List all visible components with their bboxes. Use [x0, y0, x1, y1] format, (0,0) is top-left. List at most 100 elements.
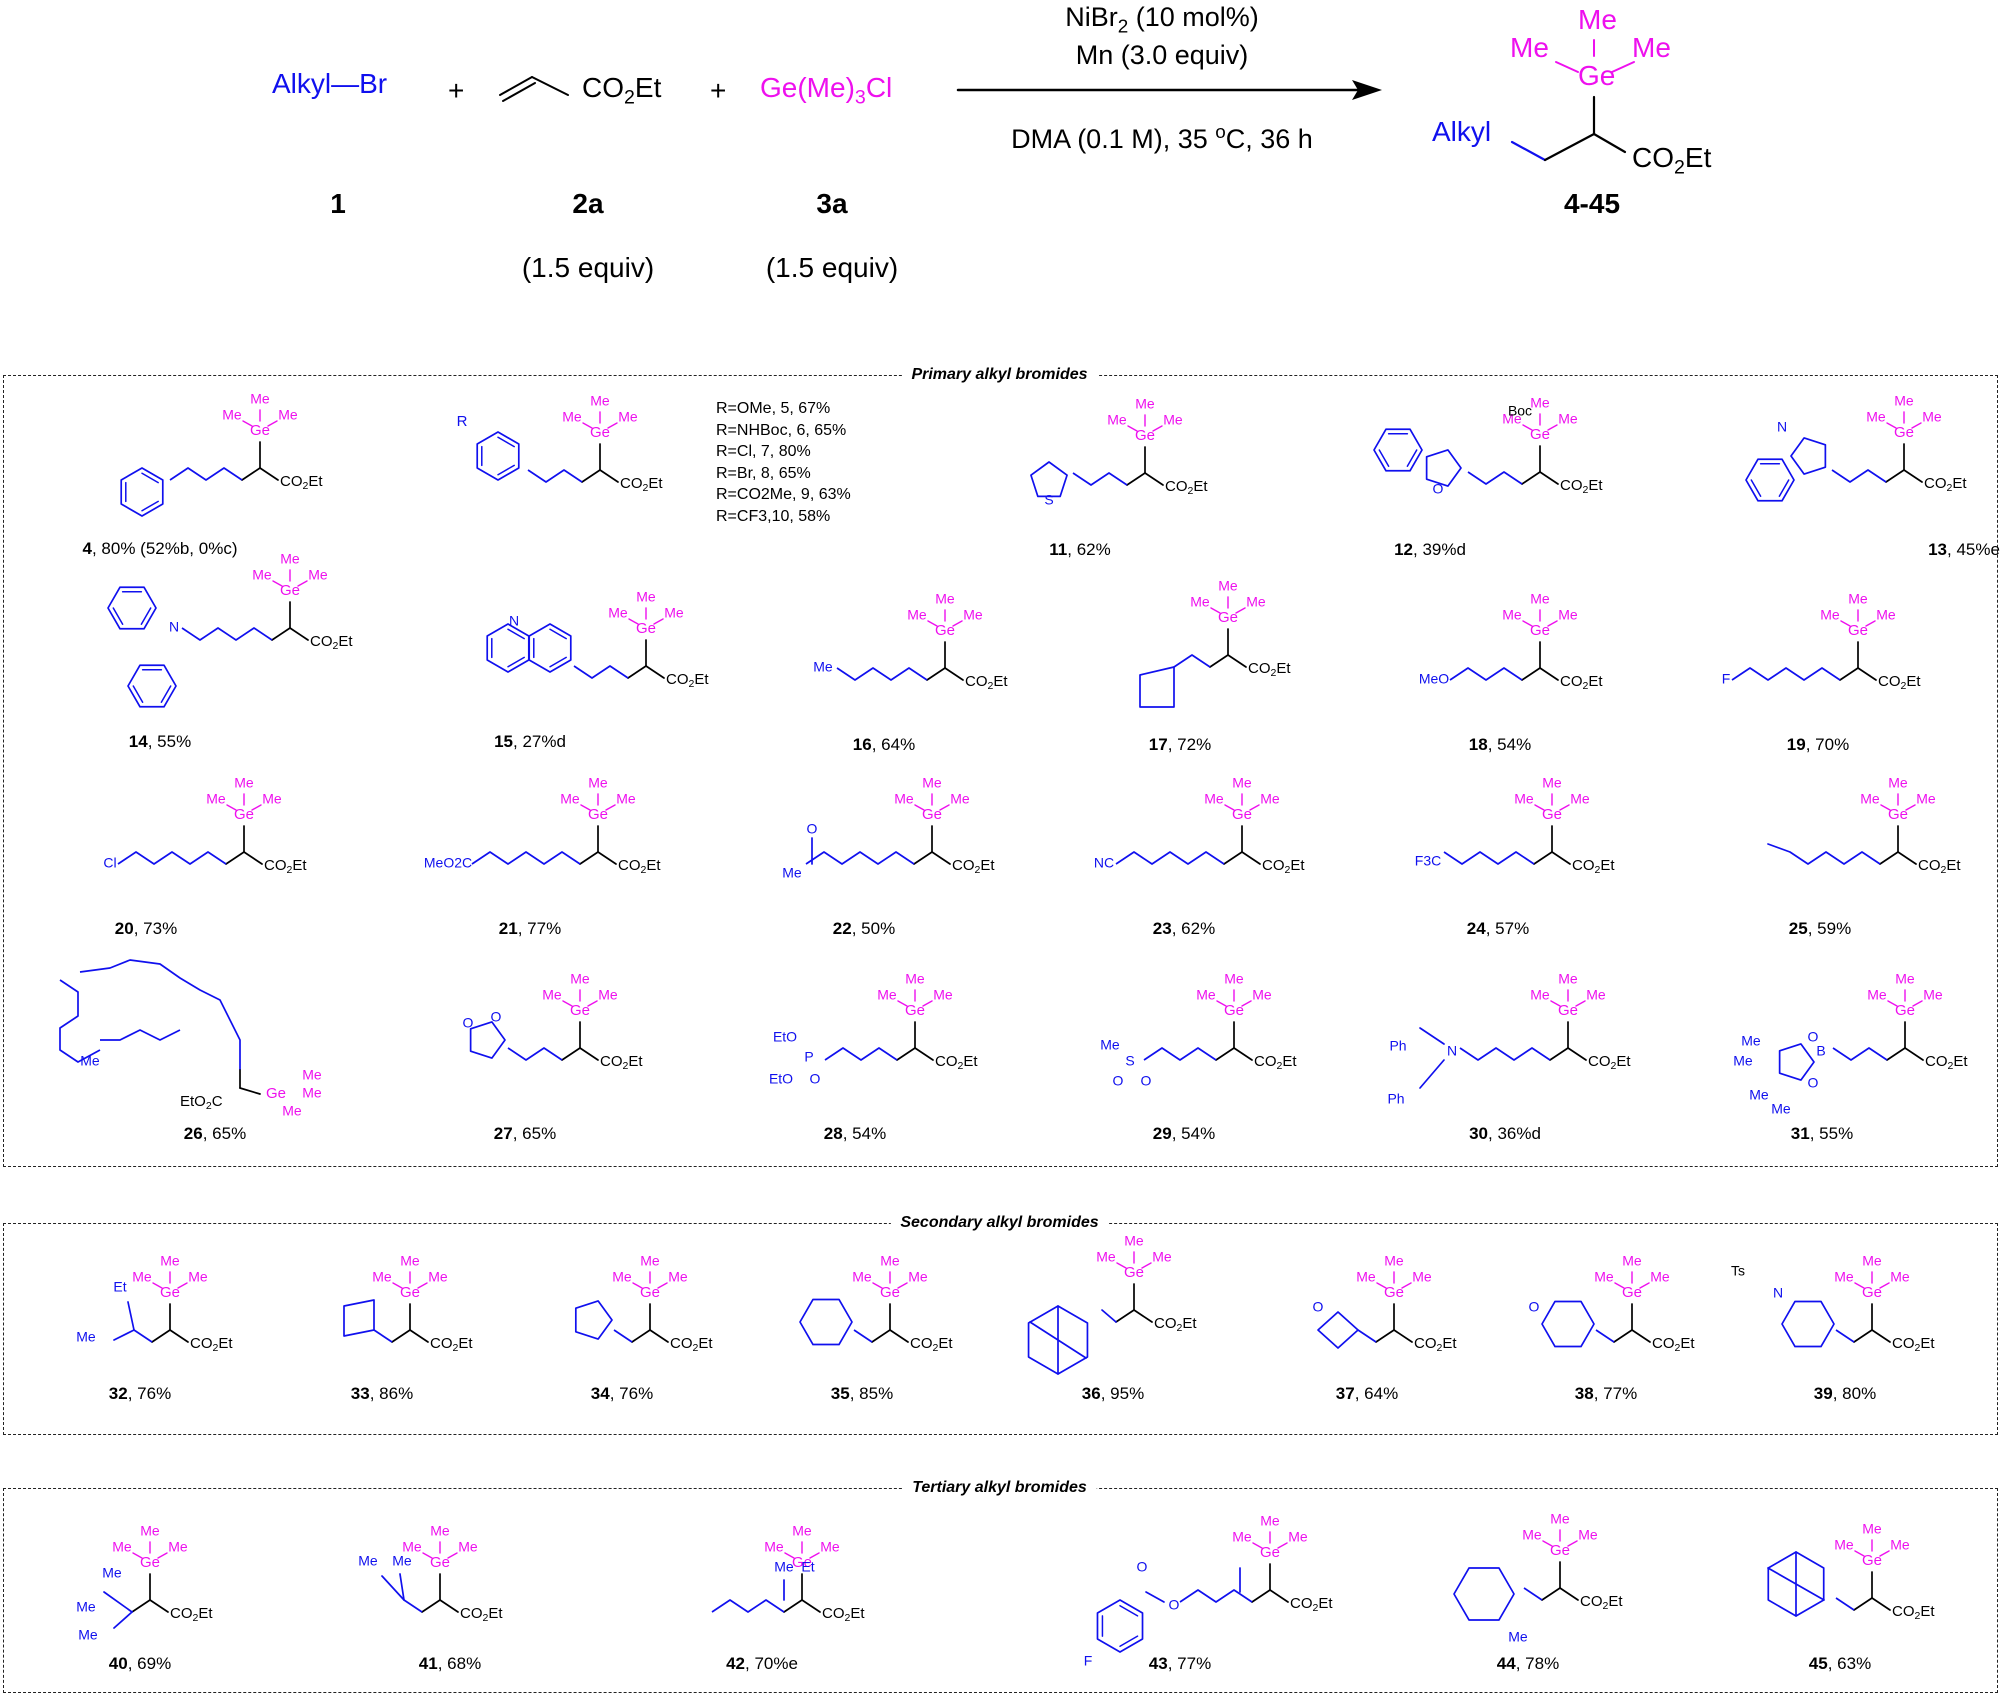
atom-label: O: [1169, 1597, 1180, 1613]
compound-yield: , 27%d: [512, 732, 566, 751]
atom-label: Ge: [570, 1002, 590, 1019]
atom-label: Me: [1895, 971, 1915, 987]
compound-yield: , 77%: [1167, 1654, 1212, 1673]
group-label: CO2Et: [965, 673, 1008, 692]
compound-yield: , 54%: [842, 1124, 887, 1143]
atom-label: Me: [588, 775, 608, 791]
compound-yield: , 76%: [609, 1384, 654, 1403]
atom-label: N: [509, 613, 519, 629]
group-label: CO2Et: [1560, 477, 1603, 496]
compound-number: 43: [1148, 1654, 1168, 1673]
compound-label: 32, 76%: [109, 1384, 171, 1404]
reductant-label: Mn (3.0 equiv): [1075, 40, 1249, 70]
group-label: CO2Et: [910, 1335, 953, 1354]
secondary-section-title: Secondary alkyl bromides: [890, 1214, 1109, 1232]
atom-label: Me: [1530, 591, 1550, 607]
group-label: CO2Et: [1652, 1335, 1695, 1354]
atom-label: Me: [1550, 1511, 1570, 1527]
atom-label: Me: [1558, 411, 1578, 427]
compound-number: 41: [418, 1654, 438, 1673]
atom-label: Me: [1412, 1269, 1432, 1285]
atom-label: Ge: [1218, 609, 1238, 626]
atom-label: Me: [1542, 775, 1562, 791]
compound-label: 23, 62%: [1153, 919, 1215, 939]
compound-label: 34, 76%: [591, 1384, 653, 1404]
atom-label: Et: [801, 1559, 814, 1575]
atom-label: Me: [1922, 409, 1942, 425]
atom-label: Me: [598, 987, 618, 1003]
group-label: CO2Et: [1580, 1593, 1623, 1612]
atom-label: Me: [935, 591, 955, 607]
atom-label: Ge: [1135, 427, 1155, 444]
atom-label: Me: [1107, 412, 1127, 428]
compound-label: 4, 80% (52%b, 0%c): [83, 539, 238, 559]
group-label: CO2Et: [1588, 1053, 1631, 1072]
atom-label: Me: [428, 1269, 448, 1285]
group-label: CO2Et: [170, 1605, 213, 1624]
atom-label: Me: [1224, 971, 1244, 987]
atom-label: Me: [112, 1539, 132, 1555]
compound-yield: , 64%: [871, 735, 916, 754]
compound-number: 39: [1813, 1384, 1833, 1403]
group-label: CO2Et: [600, 1053, 643, 1072]
atom-label: Me: [1834, 1537, 1854, 1553]
compound-yield: , 50%: [851, 919, 896, 938]
atom-label: Me: [302, 1085, 322, 1101]
product-ester: CO2Et: [1632, 142, 1712, 179]
atom-label: Me: [894, 791, 914, 807]
compound-yield: , 39%d: [1412, 540, 1466, 559]
tertiary-section-title: Tertiary alkyl bromides: [902, 1479, 1097, 1497]
atom-label: Me: [1862, 1521, 1882, 1537]
group-label: CO2Et: [670, 1335, 713, 1354]
product-me: Me: [1510, 32, 1549, 63]
group-label: CO2Et: [1572, 857, 1615, 876]
atom-label: Me: [636, 589, 656, 605]
group-label: CO2Et: [620, 475, 663, 494]
compound-number: 26: [183, 1124, 203, 1143]
atom-label: Ge: [280, 582, 300, 599]
atom-label: Ge: [792, 1554, 812, 1571]
compound-label: 28, 54%: [824, 1124, 886, 1144]
atom-label: Me: [1867, 987, 1887, 1003]
compound-yield: , 36%d: [1487, 1124, 1541, 1143]
compound-label: 17, 72%: [1149, 735, 1211, 755]
compound-yield: , 65%: [512, 1124, 557, 1143]
atom-label: Cl: [103, 855, 116, 871]
atom-label: Ge: [1558, 1002, 1578, 1019]
r-variant-item: R=CF3,10, 58%: [716, 507, 831, 525]
atom-label: Ge: [1862, 1552, 1882, 1569]
product-me: Me: [1632, 32, 1671, 63]
atom-label: Me: [1558, 607, 1578, 623]
compound-yield: , 57%: [1485, 919, 1530, 938]
atom-label: Me: [877, 987, 897, 1003]
compound-number: 17: [1148, 735, 1168, 754]
group-label: CO2Et: [1290, 1595, 1333, 1614]
plus-sign: +: [710, 75, 727, 106]
compound-yield: , 76%: [127, 1384, 172, 1403]
compound-label: 44, 78%: [1497, 1654, 1559, 1674]
compound-number: 40: [108, 1654, 128, 1673]
compound-label: 42, 70%e: [726, 1654, 798, 1674]
atom-label: O: [1313, 1299, 1324, 1315]
compound-label: 24, 57%: [1467, 919, 1529, 939]
compound-label: 14, 55%: [129, 732, 191, 752]
compound-label: 26, 65%: [184, 1124, 246, 1144]
atom-label: Ge: [922, 806, 942, 823]
atom-label: O: [810, 1071, 821, 1087]
compound-label: 11, 62%: [1049, 540, 1110, 560]
compound-label: 27, 65%: [494, 1124, 556, 1144]
atom-label: Me: [250, 391, 270, 407]
compound-number: 36: [1081, 1384, 1101, 1403]
reagent-3: Ge(Me)3Cl: [760, 72, 893, 109]
compound-number: 37: [1335, 1384, 1355, 1403]
group-label: CO2Et: [1154, 1315, 1197, 1334]
atom-label: Me: [1530, 987, 1550, 1003]
atom-label: Ge: [430, 1554, 450, 1571]
compound-yield: , 55%: [1809, 1124, 1854, 1143]
compound-number: 23: [1152, 919, 1172, 938]
atom-label: Me: [562, 409, 582, 425]
atom-label: Me: [430, 1523, 450, 1539]
atom-label: Me: [1848, 591, 1868, 607]
compound-label: 21, 77%: [499, 919, 561, 939]
atom-label: Me: [905, 971, 925, 987]
